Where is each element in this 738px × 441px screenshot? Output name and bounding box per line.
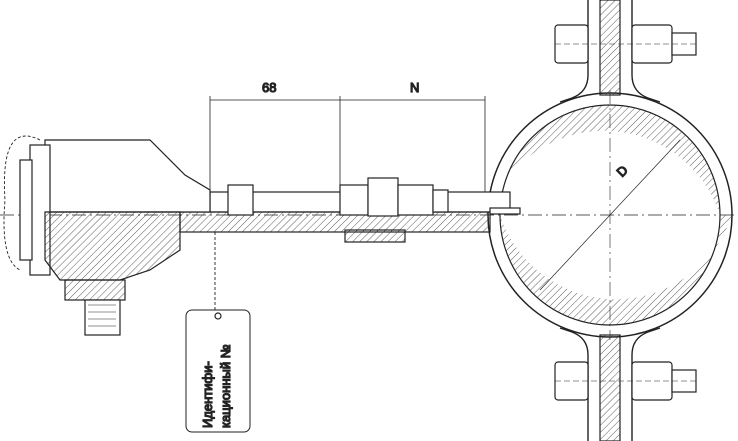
tag-text-line1: Идентифи- bbox=[200, 361, 215, 428]
clamp-top bbox=[554, 0, 697, 103]
dimension-n-label: N bbox=[410, 80, 419, 95]
tag-text-line2: кационный № bbox=[218, 344, 233, 428]
dimension-lines bbox=[209, 96, 486, 200]
terminal-head bbox=[19, 139, 211, 336]
identification-tag: Идентифи- кационный № bbox=[185, 309, 251, 433]
chain bbox=[3, 135, 216, 310]
dimension-68-label: 68 bbox=[262, 80, 276, 95]
sensor-stem bbox=[179, 177, 521, 243]
diameter-label: D bbox=[614, 163, 631, 180]
pipe-section bbox=[487, 90, 733, 340]
clamp-bottom bbox=[554, 327, 697, 441]
